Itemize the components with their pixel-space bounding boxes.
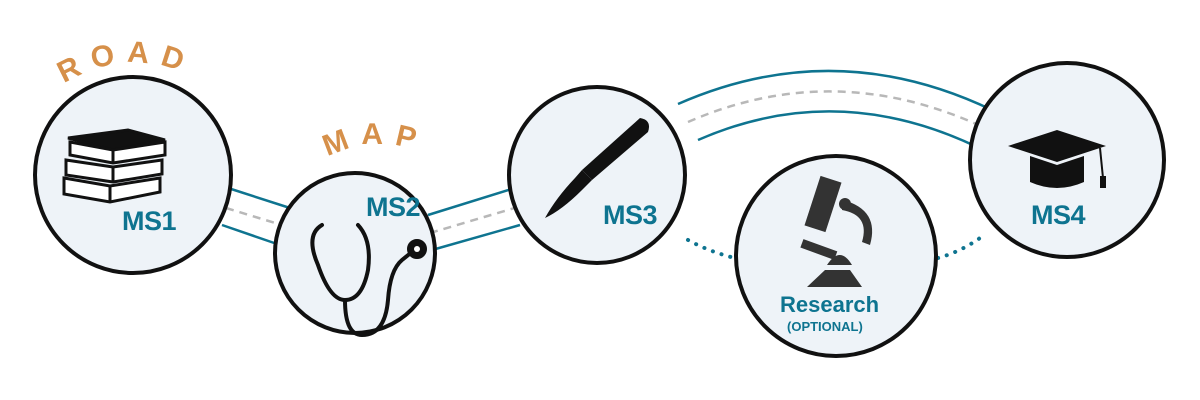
stage-label-ms4: MS4 xyxy=(1031,200,1086,230)
stage-label-ms1: MS1 xyxy=(122,206,177,236)
stage-label-ms2: MS2 xyxy=(366,192,421,222)
stage-sublabel-optional: (OPTIONAL) xyxy=(787,319,863,334)
title-map-text: MAP xyxy=(318,118,419,163)
title-map: MAP xyxy=(318,118,430,163)
stage-label-research: Research xyxy=(780,292,880,317)
connector-ms3-ms4 xyxy=(677,69,993,148)
scalpel-icon xyxy=(545,118,649,218)
connector-ms1-ms2 xyxy=(221,186,291,247)
stethoscope-icon xyxy=(310,223,427,338)
microscope-icon xyxy=(800,175,873,287)
graduation-cap-icon xyxy=(1008,130,1106,188)
stage-label-ms3: MS3 xyxy=(603,200,658,230)
connector-ms2-ms3 xyxy=(427,186,521,252)
stage-circle-ms4 xyxy=(968,61,1166,259)
dotted-connector-research xyxy=(686,236,982,260)
books-icon xyxy=(62,128,167,204)
